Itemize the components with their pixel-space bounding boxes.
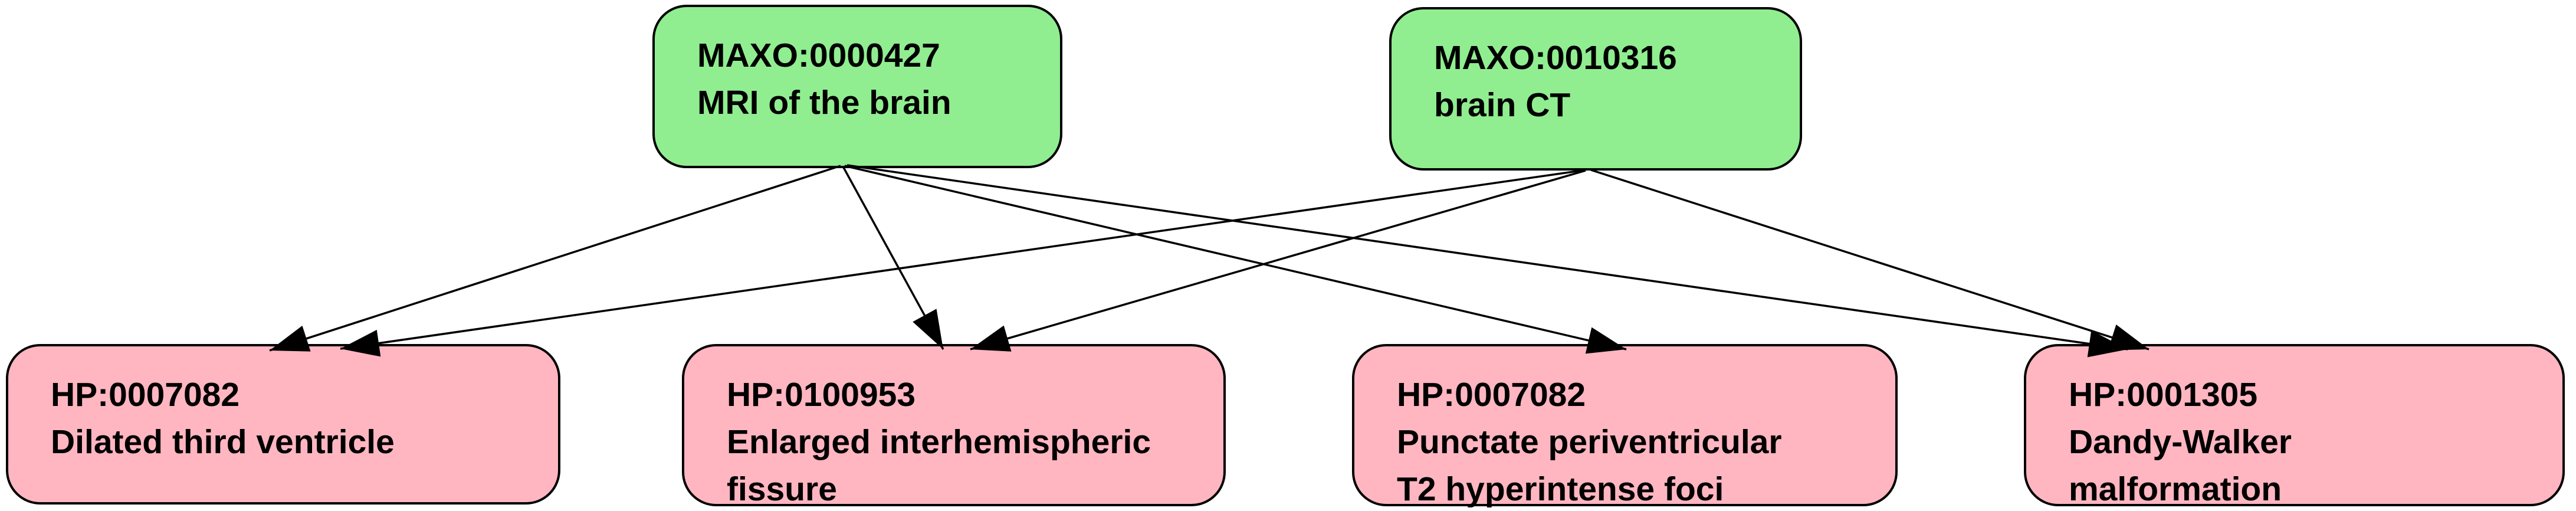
node-hp-0007082-punctate-periventricular-t2-hyperintense-foci: HP:0007082 Punctate periventricular T2 h… — [1352, 344, 1898, 508]
node-label-line: Dandy-Walker — [2069, 423, 2292, 461]
edge-mri-brain-to-dilated-third-ventricle — [269, 165, 841, 352]
node-id: HP:0007082 — [51, 376, 240, 414]
node-label-line: malformation — [2069, 470, 2282, 508]
node-maxo-0010316-brain-ct: MAXO:0010316 brain CT — [1389, 7, 1802, 171]
node-id: HP:0100953 — [727, 376, 916, 414]
edge-brain-ct-to-dandy-walker-malformation — [1590, 169, 2150, 351]
node-id: MAXO:0000427 — [697, 37, 940, 74]
node-label-line: Dilated third ventricle — [51, 423, 395, 461]
node-id: MAXO:0010316 — [1434, 39, 1677, 77]
edge-brain-ct-to-dilated-third-ventricle — [340, 169, 1586, 357]
edge-mri-brain-to-punctate-periventricular-t2-foci — [844, 165, 1627, 354]
node-label-line: T2 hyperintense foci — [1397, 470, 1724, 508]
node-hp-0100953-enlarged-interhemispheric-fissure: HP:0100953 Enlarged interhemispheric fis… — [682, 344, 1226, 508]
node-label-line: Enlarged interhemispheric — [727, 423, 1151, 461]
node-id: HP:0007082 — [1397, 376, 1586, 414]
node-label-line: MRI of the brain — [697, 84, 951, 122]
node-label-line: Punctate periventricular — [1397, 423, 1782, 461]
node-hp-0001305-dandy-walker-malformation: HP:0001305 Dandy-Walker malformation — [2024, 344, 2565, 508]
edge-mri-brain-to-dandy-walker-malformation — [846, 164, 2128, 358]
node-hp-0007082-dilated-third-ventricle: HP:0007082 Dilated third ventricle — [6, 344, 560, 505]
node-maxo-0000427-mri-of-the-brain: MAXO:0000427 MRI of the brain — [652, 5, 1062, 168]
node-id: HP:0001305 — [2069, 376, 2258, 414]
node-label-line: brain CT — [1434, 86, 1571, 124]
edge-mri-brain-to-enlarged-interhemispheric-fissure — [842, 166, 944, 350]
edge-brain-ct-to-enlarged-interhemispheric-fissure — [970, 169, 1586, 352]
node-label-line: fissure — [727, 470, 837, 508]
